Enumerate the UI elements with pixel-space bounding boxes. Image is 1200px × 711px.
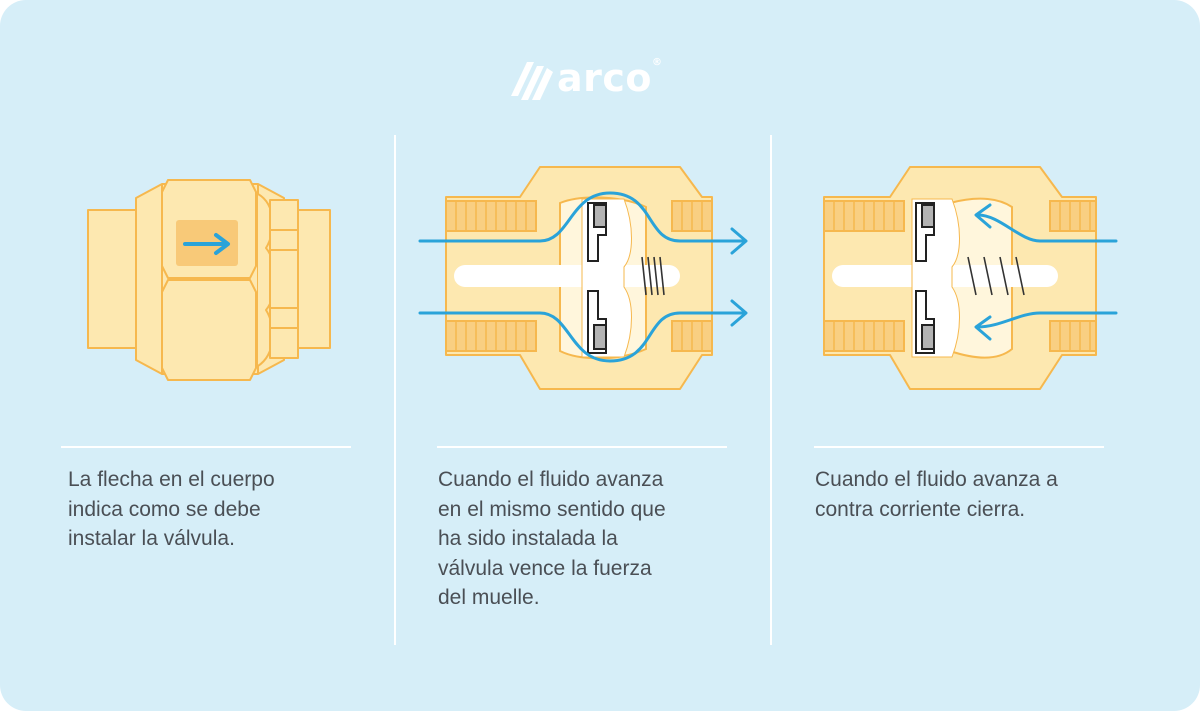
caption-reverse-flow: Cuando el fluido avanza a contra corrien… — [815, 468, 1058, 521]
caption-open-flow: Cuando el fluido avanza en el mismo sent… — [438, 468, 666, 609]
valve-open-flow-illustration — [418, 166, 748, 390]
panel-divider-1 — [394, 135, 396, 645]
flow-arrows-reverse — [974, 203, 1118, 341]
seal-upper — [593, 204, 607, 228]
seal-lower — [921, 324, 935, 350]
flow-arrows-forward — [418, 191, 748, 363]
caption-rule-1 — [61, 446, 351, 448]
panel-divider-2 — [770, 135, 772, 645]
caption-rule-2 — [437, 446, 727, 448]
spring-compressed — [641, 256, 665, 296]
arco-stripes-icon — [511, 62, 553, 100]
caption-installation: La flecha en el cuerpo indica como se de… — [68, 468, 275, 550]
brand-name: arco® — [557, 56, 663, 100]
seal-lower — [593, 324, 607, 350]
valve-reverse-flow-illustration — [823, 166, 1118, 390]
arco-logo: arco® — [505, 56, 675, 104]
spring-extended — [967, 256, 1025, 296]
valve-stem — [454, 265, 680, 287]
seal-upper — [921, 204, 935, 228]
flow-direction-arrow-icon — [183, 233, 230, 255]
caption-rule-3 — [814, 446, 1104, 448]
valve-exterior-illustration — [87, 179, 331, 381]
